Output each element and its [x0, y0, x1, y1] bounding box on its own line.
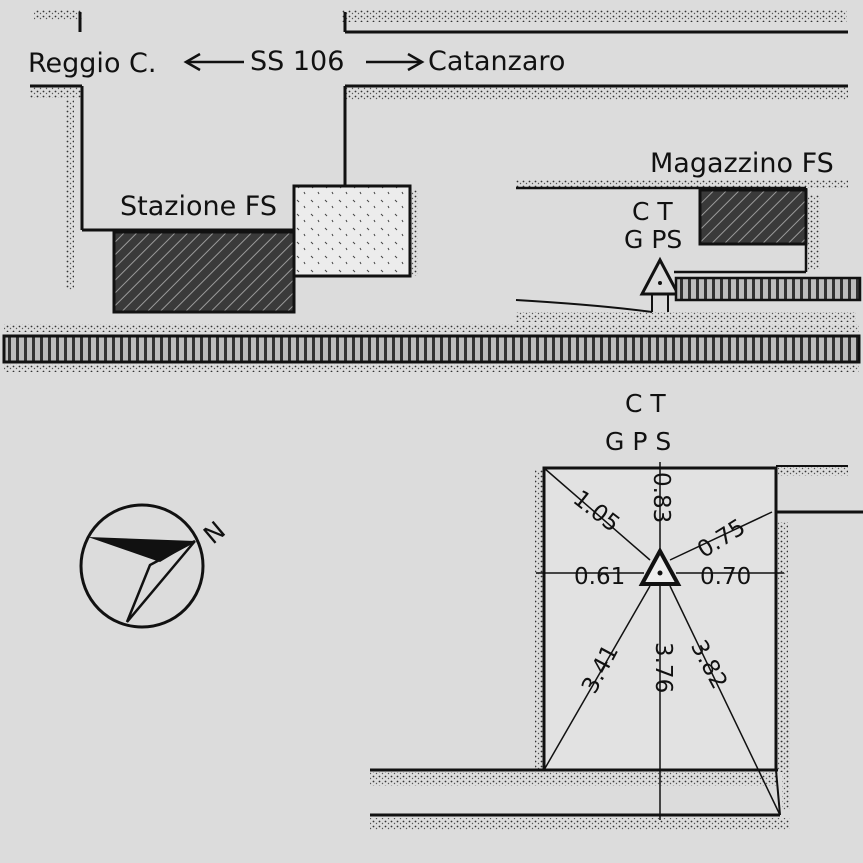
arrow-right-icon — [366, 52, 425, 72]
compass-north-label: N — [198, 516, 231, 550]
benchmark-triangle-icon — [639, 256, 681, 312]
road-right-city: Catanzaro — [428, 46, 565, 77]
road-route: SS 106 — [250, 46, 344, 77]
detail-line1: C T — [625, 389, 666, 418]
station-building — [112, 230, 296, 314]
siding-track — [674, 276, 862, 302]
station-yard — [292, 184, 412, 278]
arrow-left-icon — [183, 52, 244, 72]
road-left-city: Reggio C. — [28, 48, 156, 79]
detail-benchmark-triangle-icon — [638, 546, 682, 586]
measure-3-76: 3.76 — [650, 642, 676, 693]
station-label: Stazione FS — [120, 191, 277, 222]
measurement-lines — [536, 462, 784, 820]
detail-line2: G P S — [605, 427, 671, 456]
street-outline — [30, 10, 848, 290]
measure-0-70: 0.70 — [700, 564, 751, 590]
compass-icon — [79, 503, 205, 629]
benchmark-line1: C T — [632, 197, 673, 226]
measure-0-83: 0.83 — [648, 472, 674, 523]
warehouse-building — [698, 188, 808, 246]
measure-0-61: 0.61 — [574, 564, 625, 590]
warehouse-label: Magazzino FS — [650, 148, 834, 179]
main-railway — [2, 334, 861, 364]
benchmark-line2: G PS — [624, 225, 682, 254]
